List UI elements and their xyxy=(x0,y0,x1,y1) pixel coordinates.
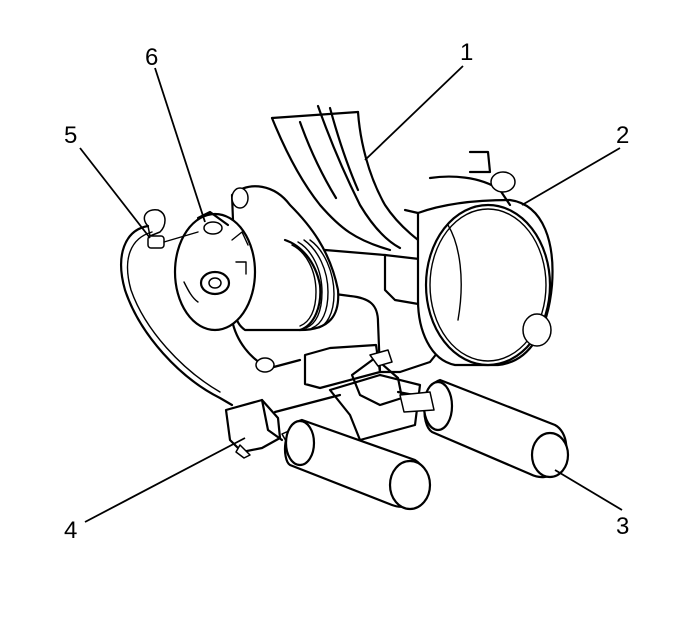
drum-assembly xyxy=(403,150,554,367)
callout-5: 5 xyxy=(64,122,77,149)
mounting-plate xyxy=(303,248,447,390)
mounting-bracket xyxy=(270,104,447,262)
cable-wire xyxy=(120,224,234,407)
callout-2: 2 xyxy=(616,122,629,149)
callout-3: 3 xyxy=(616,513,629,540)
cable-reel-assembly xyxy=(230,185,340,373)
callout-4: 4 xyxy=(64,517,77,544)
cable-fitting-right xyxy=(399,391,435,413)
cable-guide-bracket xyxy=(273,349,432,442)
cable-sleeve-left xyxy=(284,418,432,511)
reel-front-face xyxy=(173,210,257,332)
callout-6: 6 xyxy=(145,44,158,71)
callout-1: 1 xyxy=(460,39,473,66)
cable-end-clip xyxy=(143,209,199,249)
leader-lines xyxy=(79,65,623,523)
cable-sleeve-right xyxy=(422,378,570,479)
